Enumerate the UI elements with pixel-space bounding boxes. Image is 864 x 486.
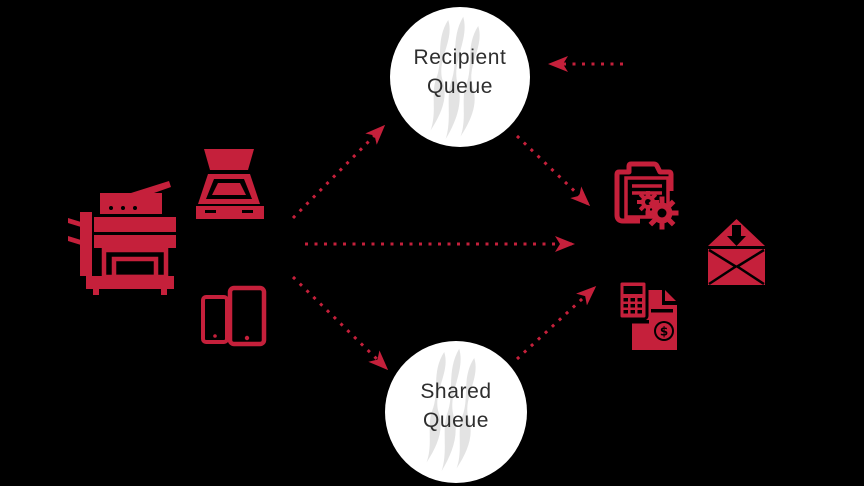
recipient-queue-node: Recipient Queue (390, 7, 530, 147)
mobile-devices-icon (201, 285, 267, 347)
envelope-folds (708, 248, 765, 286)
dollar-coin-icon (656, 323, 672, 339)
shared-queue-node: Shared Queue (385, 341, 527, 483)
recipient-queue-circle (390, 7, 530, 147)
arrow-input-to-recipient-queue (291, 124, 386, 220)
recipient-queue-label-line1: Recipient (414, 46, 507, 69)
folder-document (624, 176, 670, 219)
shared-queue-label-line2: Queue (423, 409, 489, 432)
printer-icon (68, 181, 176, 295)
arrow-shared-queue-to-invoice-processing (515, 285, 597, 361)
envelope-icon (708, 219, 765, 286)
arrow-recipient-queue-to-folder-processing (515, 134, 591, 207)
printer-panel (100, 193, 162, 214)
arrow-input-to-shared-queue (291, 275, 389, 371)
tablet-icon (227, 285, 267, 347)
invoice-calculator-icon: $ (617, 279, 677, 350)
large-gear-icon (645, 196, 679, 230)
folder-outline (614, 161, 674, 224)
shared-queue-circle (385, 341, 527, 483)
dollar-sign: $ (660, 325, 668, 339)
scanner-lid (204, 149, 254, 170)
calculator-keys (623, 298, 642, 314)
calculator-screen (623, 286, 643, 294)
phone-icon (201, 295, 229, 344)
shared-queue-label-line1: Shared (420, 380, 491, 403)
scanner-base (196, 206, 264, 219)
folded-corner (665, 290, 676, 301)
scanner-icon (196, 149, 264, 219)
recipient-queue-label-line2: Queue (427, 75, 493, 98)
connection-arrows-layer (291, 56, 623, 371)
folder-gear-icon (614, 161, 679, 230)
download-arrow-icon (727, 236, 746, 246)
